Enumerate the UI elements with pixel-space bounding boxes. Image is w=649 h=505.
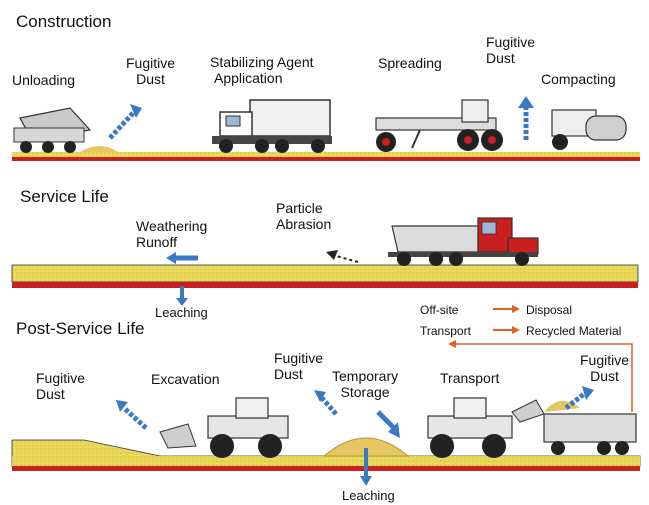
fugitive-dust-arrow-right	[564, 386, 594, 410]
fugitive-dust-label-1: Fugitive Dust	[126, 55, 176, 87]
motor-grader	[375, 99, 503, 152]
fugitive-dust-arrow-2	[518, 96, 534, 140]
fugitive-dust-label-mid: Fugitive Dust	[274, 350, 324, 382]
recycled-material-label: Recycled Material	[526, 324, 622, 338]
temporary-storage-label: Temporary Storage	[332, 368, 399, 400]
service-life-heading: Service Life	[20, 187, 109, 206]
excavation-loader	[159, 397, 289, 458]
abrasion-arrow	[326, 250, 359, 263]
post-service-heading: Post-Service Life	[16, 319, 145, 338]
fugitive-dust-label-right: Fugitive Dust	[580, 352, 630, 384]
unloading-label: Unloading	[12, 72, 76, 88]
water-truck	[212, 99, 332, 153]
fugitive-dust-arrow-left	[116, 400, 148, 430]
disposal-label: Disposal	[526, 303, 573, 317]
fugitive-dust-arrow-mid	[314, 390, 338, 416]
fugitive-dust-label-left: Fugitive Dust	[36, 370, 86, 402]
stabilizing-label: Stabilizing Agent Application	[210, 54, 314, 86]
spreading-label: Spreading	[378, 55, 442, 71]
transport-label: Transport	[440, 370, 500, 386]
abrasion-label: Particle Abrasion	[276, 200, 332, 232]
leaching-arrow-post	[360, 448, 372, 486]
transport-loader	[427, 397, 545, 458]
runoff-arrow	[166, 252, 198, 264]
storage-arrow	[376, 410, 400, 438]
leaching-label-post: Leaching	[342, 488, 395, 503]
leaching-label-service: Leaching	[155, 305, 208, 320]
dump-truck-unloading	[13, 107, 118, 153]
weathering-label: Weathering Runoff	[136, 218, 208, 250]
compactor-roller	[551, 109, 627, 150]
offsite-transport-label: Transport	[420, 324, 471, 338]
service-road	[11, 264, 639, 288]
fugitive-dust-arrow-1	[108, 104, 142, 140]
fugitive-dust-label-2: Fugitive Dust	[486, 34, 536, 66]
temporary-stockpile	[322, 437, 410, 457]
construction-heading: Construction	[16, 12, 112, 31]
service-dump-truck	[388, 217, 539, 266]
compacting-label: Compacting	[541, 71, 616, 87]
offsite-label: Off-site	[420, 303, 459, 317]
excavation-label: Excavation	[151, 371, 220, 387]
post-service-road	[11, 439, 641, 471]
construction-road	[12, 152, 640, 161]
transport-dump-truck	[543, 400, 637, 455]
leaching-arrow-service	[176, 286, 188, 306]
offsite-arrows	[448, 305, 633, 412]
